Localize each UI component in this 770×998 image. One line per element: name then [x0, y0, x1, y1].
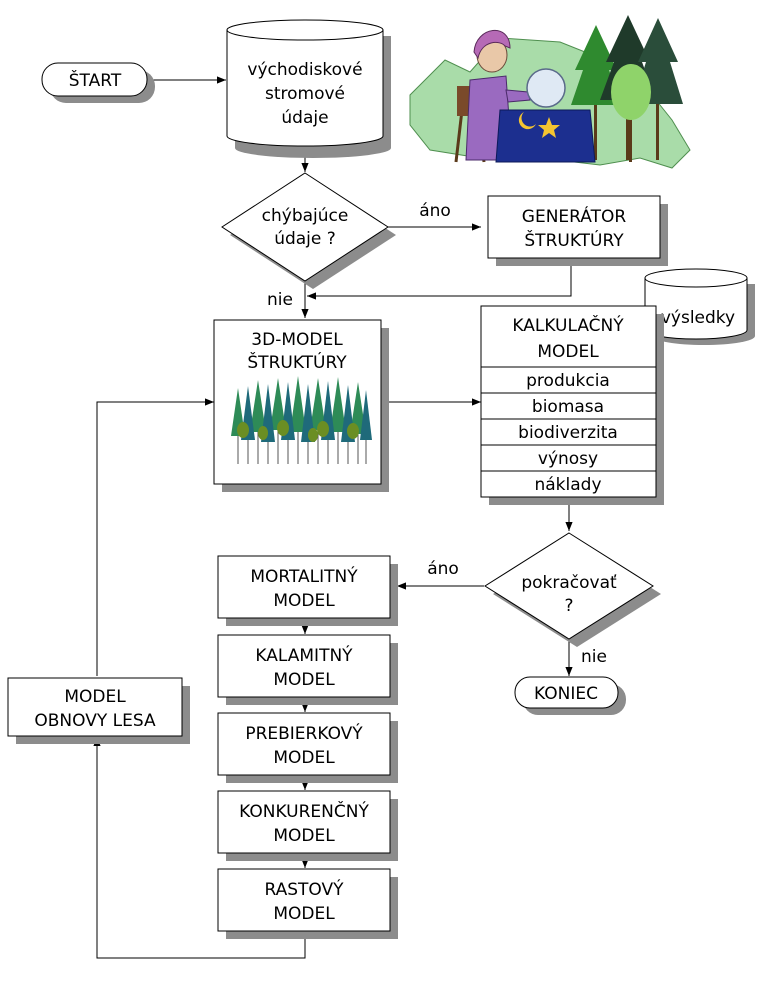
- calc-row-costs: náklady: [534, 475, 601, 495]
- input-data-line-3: údaje: [281, 108, 328, 128]
- continue-line-1: pokračovať: [521, 573, 617, 593]
- regeneration-model-line-2: OBNOVY LESA: [34, 711, 156, 731]
- competition-model-line-2: MODEL: [273, 826, 335, 846]
- thinning-model-box: PREBIERKOVÝ MODEL: [217, 712, 398, 783]
- input-data-line-2: stromové: [265, 84, 345, 104]
- regeneration-model-box: MODEL OBNOVY LESA: [7, 677, 190, 744]
- arrow-generator-return: [307, 258, 572, 300]
- competition-model-box: KONKURENČNÝ MODEL: [217, 790, 398, 861]
- fortune-teller-illustration: [409, 15, 691, 169]
- growth-model-line-1: RASTOVÝ: [264, 878, 344, 900]
- calculation-model-title-2: MODEL: [537, 342, 599, 362]
- continue-decision: pokračovať ?: [484, 532, 661, 647]
- missing-data-line-1: chýbajúce: [262, 206, 349, 226]
- calc-row-production: produkcia: [526, 371, 610, 391]
- calc-row-biomass: biomasa: [532, 397, 604, 417]
- growth-model-box: RASTOVÝ MODEL: [217, 868, 398, 939]
- structure-model-line-2: ŠTRUKTÚRY: [247, 351, 347, 373]
- growth-model-line-2: MODEL: [273, 904, 335, 924]
- input-data-store: východiskové stromové údaje: [226, 19, 391, 158]
- arrow-growth-to-regeneration: [93, 737, 306, 959]
- start-terminator: ŠTART: [41, 62, 155, 103]
- calculation-model-title-1: KALKULAČNÝ: [512, 314, 624, 336]
- missing-data-line-2: údaje ?: [274, 229, 336, 249]
- thinning-model-line-2: MODEL: [273, 748, 335, 768]
- no-label-missing: nie: [267, 290, 293, 310]
- structure-generator-line-2: ŠTRUKTÚRY: [524, 229, 624, 251]
- calamity-model-line-1: KALAMITNÝ: [255, 644, 353, 666]
- thinning-model-line-1: PREBIERKOVÝ: [245, 722, 363, 744]
- arrow-regeneration-to-3d: [96, 398, 214, 676]
- structure-model-box: 3D-MODEL ŠTRUKTÚRY: [213, 319, 389, 492]
- end-label: KONIEC: [534, 684, 598, 704]
- yes-label-missing: áno: [419, 201, 451, 221]
- continue-line-2: ?: [564, 596, 573, 616]
- structure-model-line-1: 3D-MODEL: [251, 330, 343, 350]
- tree-icon: [571, 15, 683, 162]
- missing-data-decision: chýbajúce údaje ?: [221, 172, 396, 289]
- structure-generator-box: GENERÁTOR ŠTRUKTÚRY: [487, 195, 668, 266]
- start-label: ŠTART: [69, 69, 122, 91]
- results-store: výsledky: [644, 268, 755, 345]
- mortality-model-line-2: MODEL: [273, 591, 335, 611]
- forest-stand-icon: [231, 376, 372, 464]
- results-label: výsledky: [661, 308, 735, 328]
- input-data-line-1: východiskové: [247, 60, 362, 80]
- calc-row-yields: výnosy: [538, 449, 598, 469]
- fortune-teller-icon: [454, 30, 596, 163]
- calamity-model-line-2: MODEL: [273, 670, 335, 690]
- mortality-model-box: MORTALITNÝ MODEL: [217, 555, 398, 626]
- competition-model-line-1: KONKURENČNÝ: [239, 800, 369, 822]
- calculation-model-box: KALKULAČNÝ MODEL produkcia biomasa biodi…: [480, 305, 664, 505]
- no-label-continue: nie: [581, 647, 607, 667]
- calc-row-biodiversity: biodiverzita: [518, 423, 618, 443]
- regeneration-model-line-1: MODEL: [64, 687, 126, 707]
- mortality-model-line-1: MORTALITNÝ: [250, 565, 358, 587]
- end-terminator: KONIEC: [514, 676, 626, 715]
- structure-generator-line-1: GENERÁTOR: [522, 205, 627, 227]
- yes-label-continue: áno: [427, 559, 459, 579]
- calamity-model-box: KALAMITNÝ MODEL: [217, 634, 398, 705]
